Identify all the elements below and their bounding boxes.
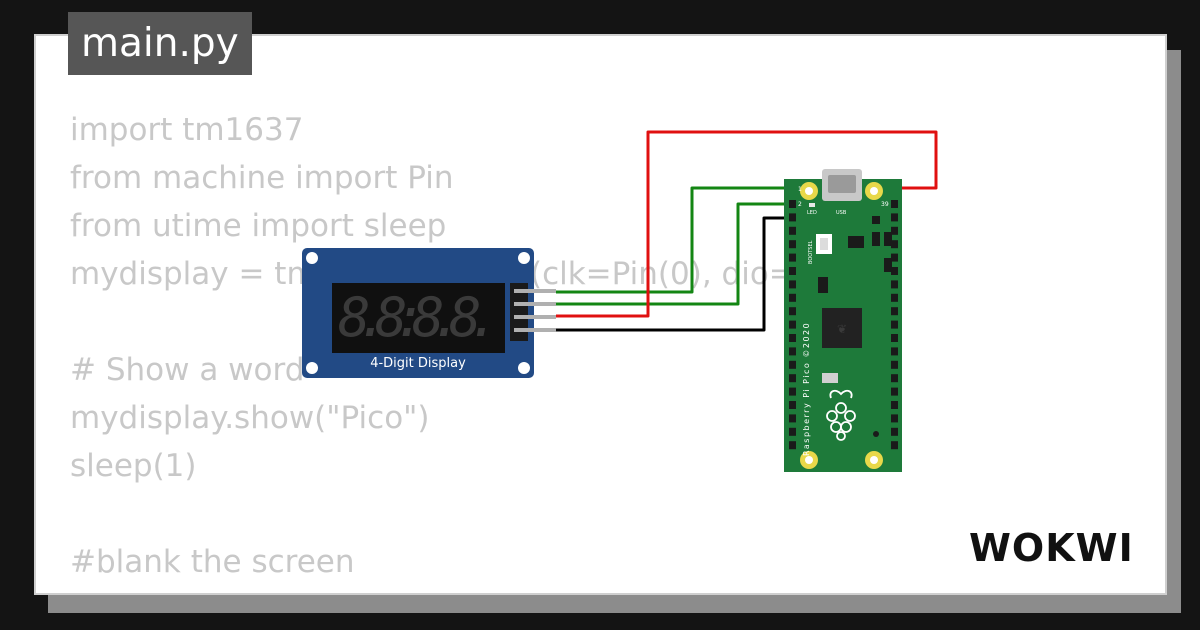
pico-pin[interactable] xyxy=(891,293,898,302)
wire-vcc xyxy=(556,130,938,318)
pico-pin[interactable] xyxy=(789,387,796,396)
usb-label: USB xyxy=(836,210,847,216)
pico-pins-right xyxy=(891,200,898,450)
chip-icon xyxy=(818,277,828,293)
pico-pin[interactable] xyxy=(891,253,898,262)
pin-label-1: 1 xyxy=(798,186,802,193)
pico-pin[interactable] xyxy=(789,213,796,222)
display-label: 4-Digit Display xyxy=(370,356,466,371)
pico-pin[interactable] xyxy=(789,334,796,342)
code-line: # Show a word xyxy=(70,352,305,388)
rp2040-chip-icon xyxy=(822,308,862,348)
code-line: sleep(1) xyxy=(70,448,197,484)
raspberry-pi-pico[interactable]: 1 2 39 LED USB BOOTSEL ❦ Raspberry Pi Pi… xyxy=(784,169,902,472)
pico-pin[interactable] xyxy=(789,320,796,329)
pico-pin[interactable] xyxy=(789,441,796,450)
code-line: #blank the screen xyxy=(70,544,355,580)
file-tab[interactable]: main.py xyxy=(68,12,252,75)
pico-pin[interactable] xyxy=(891,307,898,316)
raspberry-logo-icon xyxy=(826,389,856,441)
pico-pin[interactable] xyxy=(789,374,796,383)
preview-card: import tm1637 from machine import Pin from… xyxy=(34,34,1167,595)
pico-pin[interactable] xyxy=(891,374,898,383)
pico-pin[interactable] xyxy=(891,387,898,396)
pico-pin[interactable] xyxy=(789,240,796,249)
circuit-diagram: 8.8:8.8. 4-Digit Display xyxy=(302,130,938,472)
code-line: from utime import sleep xyxy=(70,208,447,244)
wire-clk xyxy=(556,186,786,294)
pico-pin[interactable] xyxy=(891,360,898,369)
code-line: import tm1637 xyxy=(70,112,304,148)
pico-pin[interactable] xyxy=(789,293,796,302)
pico-board-label: Raspberry Pi Pico ©2020 xyxy=(802,322,811,456)
pico-pin[interactable] xyxy=(789,253,796,262)
wokwi-logo-text: WOKWI xyxy=(969,526,1134,570)
pico-pin[interactable] xyxy=(789,414,796,423)
bootsel-label: BOOTSEL xyxy=(808,240,814,264)
pico-pin[interactable] xyxy=(789,347,796,356)
mount-hole-icon xyxy=(518,362,530,374)
mount-hole-icon xyxy=(518,252,530,264)
pico-pin[interactable] xyxy=(789,401,796,409)
pico-pin[interactable] xyxy=(891,213,898,222)
svg-text:❦: ❦ xyxy=(837,322,847,336)
flash-chip-icon xyxy=(822,373,838,383)
pico-pin[interactable] xyxy=(891,267,898,275)
header-pins xyxy=(514,289,556,332)
pico-pin[interactable] xyxy=(891,441,898,450)
code-line: from machine import Pin xyxy=(70,160,454,196)
pin-label-2: 2 xyxy=(798,201,802,208)
mount-hole-icon xyxy=(306,362,318,374)
pico-pin[interactable] xyxy=(789,280,796,289)
pico-pin[interactable] xyxy=(789,267,796,275)
pico-pin[interactable] xyxy=(891,414,898,423)
wire-gnd xyxy=(556,216,796,332)
pico-pin[interactable] xyxy=(789,226,796,235)
pico-pin[interactable] xyxy=(891,347,898,356)
pico-pin[interactable] xyxy=(891,200,898,208)
pico-mount-holes xyxy=(800,182,883,469)
pin-label-39: 39 xyxy=(881,201,889,208)
pico-pin[interactable] xyxy=(789,360,796,369)
code-line: mydisplay.show(" ") xyxy=(70,586,897,593)
pico-pin[interactable] xyxy=(891,427,898,436)
pico-pin[interactable] xyxy=(891,280,898,289)
pico-pin[interactable] xyxy=(891,226,898,235)
pico-pin[interactable] xyxy=(789,307,796,316)
led-label: LED xyxy=(807,210,817,216)
pico-pin[interactable] xyxy=(891,320,898,329)
pico-pin[interactable] xyxy=(891,240,898,249)
pico-pin[interactable] xyxy=(891,401,898,409)
display-digits: 8.8:8.8. xyxy=(338,286,500,349)
pico-pins-left xyxy=(789,200,796,450)
wire-dio xyxy=(556,202,786,306)
wokwi-logo: WOKWI xyxy=(969,526,1134,570)
tm1637-display-module[interactable]: 8.8:8.8. 4-Digit Display xyxy=(302,248,556,378)
pico-pin[interactable] xyxy=(789,200,796,208)
pico-pin[interactable] xyxy=(789,427,796,436)
code-line: mydisplay.show("Pico") xyxy=(70,400,430,436)
pico-pin[interactable] xyxy=(891,334,898,342)
mount-hole-icon xyxy=(306,252,318,264)
led-icon xyxy=(809,203,815,207)
wires xyxy=(556,130,938,332)
